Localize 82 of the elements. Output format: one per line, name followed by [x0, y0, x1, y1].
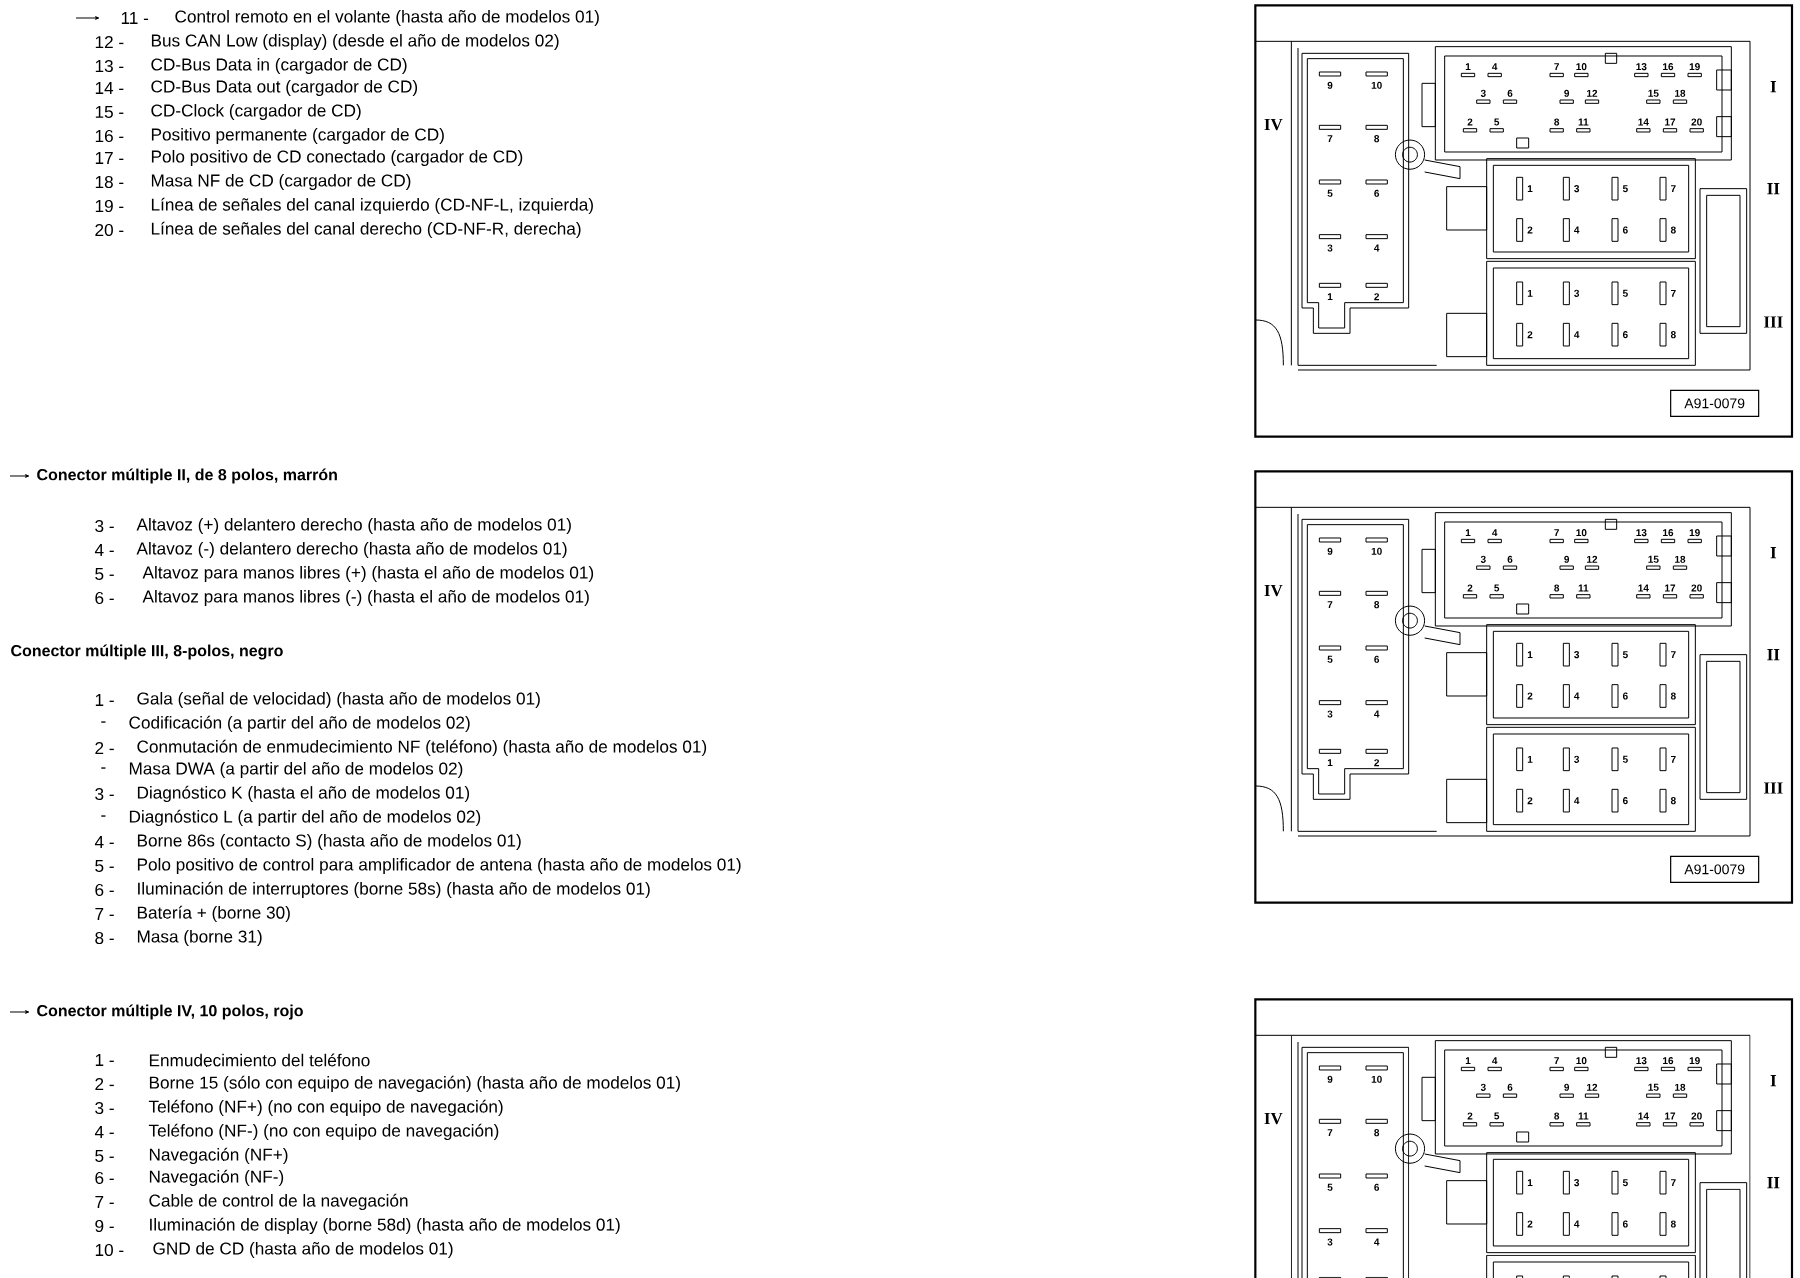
- connector-numeral: IV: [1264, 118, 1283, 131]
- item-number: 18 -: [95, 175, 124, 189]
- item-text: Altavoz (-) delantero derecho (hasta año de modelos 01): [136, 542, 567, 558]
- item-text: Masa (borne 31): [137, 930, 262, 946]
- item-text: Navegación (NF-): [149, 1169, 284, 1187]
- item-text: CD-Bus Data out (cargador de CD): [151, 80, 418, 96]
- item-number: 15 -: [95, 106, 124, 118]
- item-text: CD-Clock (cargador de CD): [151, 104, 361, 120]
- item-number: 3 -: [95, 1101, 114, 1115]
- connector-numeral: III: [1764, 782, 1783, 794]
- item-text: Diagnóstico L (a partir del año de modelos 02): [129, 809, 481, 827]
- item-number: 12 -: [95, 36, 124, 48]
- item-number: 6 -: [95, 591, 114, 605]
- connector-numeral: II: [1767, 1177, 1780, 1189]
- item-number: 1 -: [95, 1054, 114, 1066]
- item-text: Teléfono (NF-) (no con equipo de navegación): [148, 1123, 499, 1141]
- connector-numeral: IV: [1264, 1112, 1283, 1125]
- connector-numeral: I: [1770, 1075, 1777, 1087]
- item-number: 6 -: [95, 883, 114, 897]
- item-number: 19 -: [95, 199, 124, 213]
- item-text: Borne 15 (sólo con equipo de navegación) (hasta año de modelos 01): [149, 1075, 680, 1093]
- item-number: 5 -: [95, 860, 114, 872]
- connector-numeral: II: [1767, 649, 1780, 661]
- connector-numeral: III: [1764, 316, 1783, 328]
- item-number: 3 -: [95, 519, 114, 533]
- item-text: Cable de control de la navegación: [149, 1193, 408, 1211]
- item-number: 4 -: [94, 544, 114, 556]
- item-text: Batería + (borne 30): [137, 905, 290, 923]
- item-text: Bus CAN Low (display) (desde el año de modelos 02): [151, 34, 559, 50]
- item-text: Conmutación de enmudecimiento NF (teléfono) (hasta año de modelos 01): [137, 739, 707, 757]
- item-text: Línea de señales del canal izquierdo (CD-NF-L, izquierda): [151, 197, 593, 215]
- item-text: GND de CD (hasta año de modelos 01): [153, 1242, 453, 1258]
- item-text: Positivo permanente (cargador de CD): [151, 128, 444, 144]
- item-number: 14 -: [95, 82, 124, 94]
- connector-numeral: IV: [1264, 584, 1283, 597]
- connector-numeral: I: [1770, 81, 1777, 93]
- item-number: 13 -: [95, 59, 124, 73]
- item-number: 5 -: [95, 1150, 114, 1162]
- item-number: 11 -: [121, 12, 149, 24]
- item-number: 10 -: [95, 1243, 124, 1257]
- item-text: Altavoz (+) delantero derecho (hasta año de modelos 01): [136, 518, 571, 534]
- item-number: 4 -: [94, 1126, 114, 1138]
- item-text: Iluminación de interruptores (borne 58s) (hasta año de modelos 01): [138, 881, 650, 899]
- item-number: 17 -: [95, 152, 124, 164]
- item-number: 9 -: [95, 1219, 114, 1233]
- item-text: Enmudecimiento del teléfono: [149, 1053, 370, 1067]
- item-number: 20 -: [95, 223, 124, 237]
- item-text: Diagnóstico K (hasta el año de modelos 01): [137, 785, 470, 803]
- item-text: CD-Bus Data in (cargador de CD): [151, 58, 407, 74]
- item-number: 6 -: [95, 1171, 114, 1185]
- item-number: -: [101, 815, 106, 817]
- item-number: 4 -: [94, 836, 114, 848]
- item-text: Navegación (NF+): [149, 1147, 288, 1165]
- item-number: 16 -: [95, 129, 124, 143]
- item-text: Control remoto en el volante (hasta año de modelos 01): [175, 10, 599, 26]
- item-number: 2 -: [95, 1078, 114, 1090]
- item-text: Masa NF de CD (cargador de CD): [151, 174, 411, 190]
- item-number: 7 -: [95, 1196, 114, 1208]
- section-heading: Conector múltiple III, 8-polos, negro: [11, 644, 283, 660]
- item-text: Teléfono (NF+) (no con equipo de navegación): [148, 1099, 503, 1117]
- item-number: 7 -: [95, 908, 114, 920]
- item-number: -: [101, 721, 106, 723]
- section-heading: Conector múltiple II, de 8 polos, marrón: [37, 468, 337, 484]
- connector-numeral: I: [1770, 547, 1777, 559]
- item-text: Codificación (a partir del año de modelos 02): [129, 715, 470, 733]
- item-number: 1 -: [95, 694, 114, 706]
- item-text: Altavoz para manos libres (+) (hasta el año de modelos 01): [142, 566, 594, 582]
- item-number: 8 -: [95, 931, 114, 945]
- item-text: Polo positivo de control para amplificador de antena (hasta año de modelos 01): [137, 858, 741, 874]
- item-number: -: [101, 767, 106, 769]
- connector-numeral: II: [1767, 183, 1780, 195]
- item-number: 3 -: [95, 787, 114, 801]
- item-text: Masa DWA (a partir del año de modelos 02): [129, 762, 463, 778]
- item-number: 2 -: [95, 742, 114, 754]
- item-text: Altavoz para manos libres (-) (hasta el año de modelos 01): [142, 590, 589, 606]
- item-text: Borne 86s (contacto S) (hasta año de modelos 01): [137, 834, 521, 850]
- item-number: 5 -: [95, 568, 114, 580]
- item-text: Iluminación de display (borne 58d) (hasta año de modelos 01): [150, 1217, 620, 1235]
- section-heading: Conector múltiple IV, 10 polos, rojo: [37, 1004, 303, 1020]
- item-text: Polo positivo de CD conectado (cargador de CD): [151, 150, 523, 166]
- item-text: Gala (señal de velocidad) (hasta año de modelos 01): [137, 692, 540, 708]
- item-text: Línea de señales del canal derecho (CD-NF-R, derecha): [151, 221, 581, 239]
